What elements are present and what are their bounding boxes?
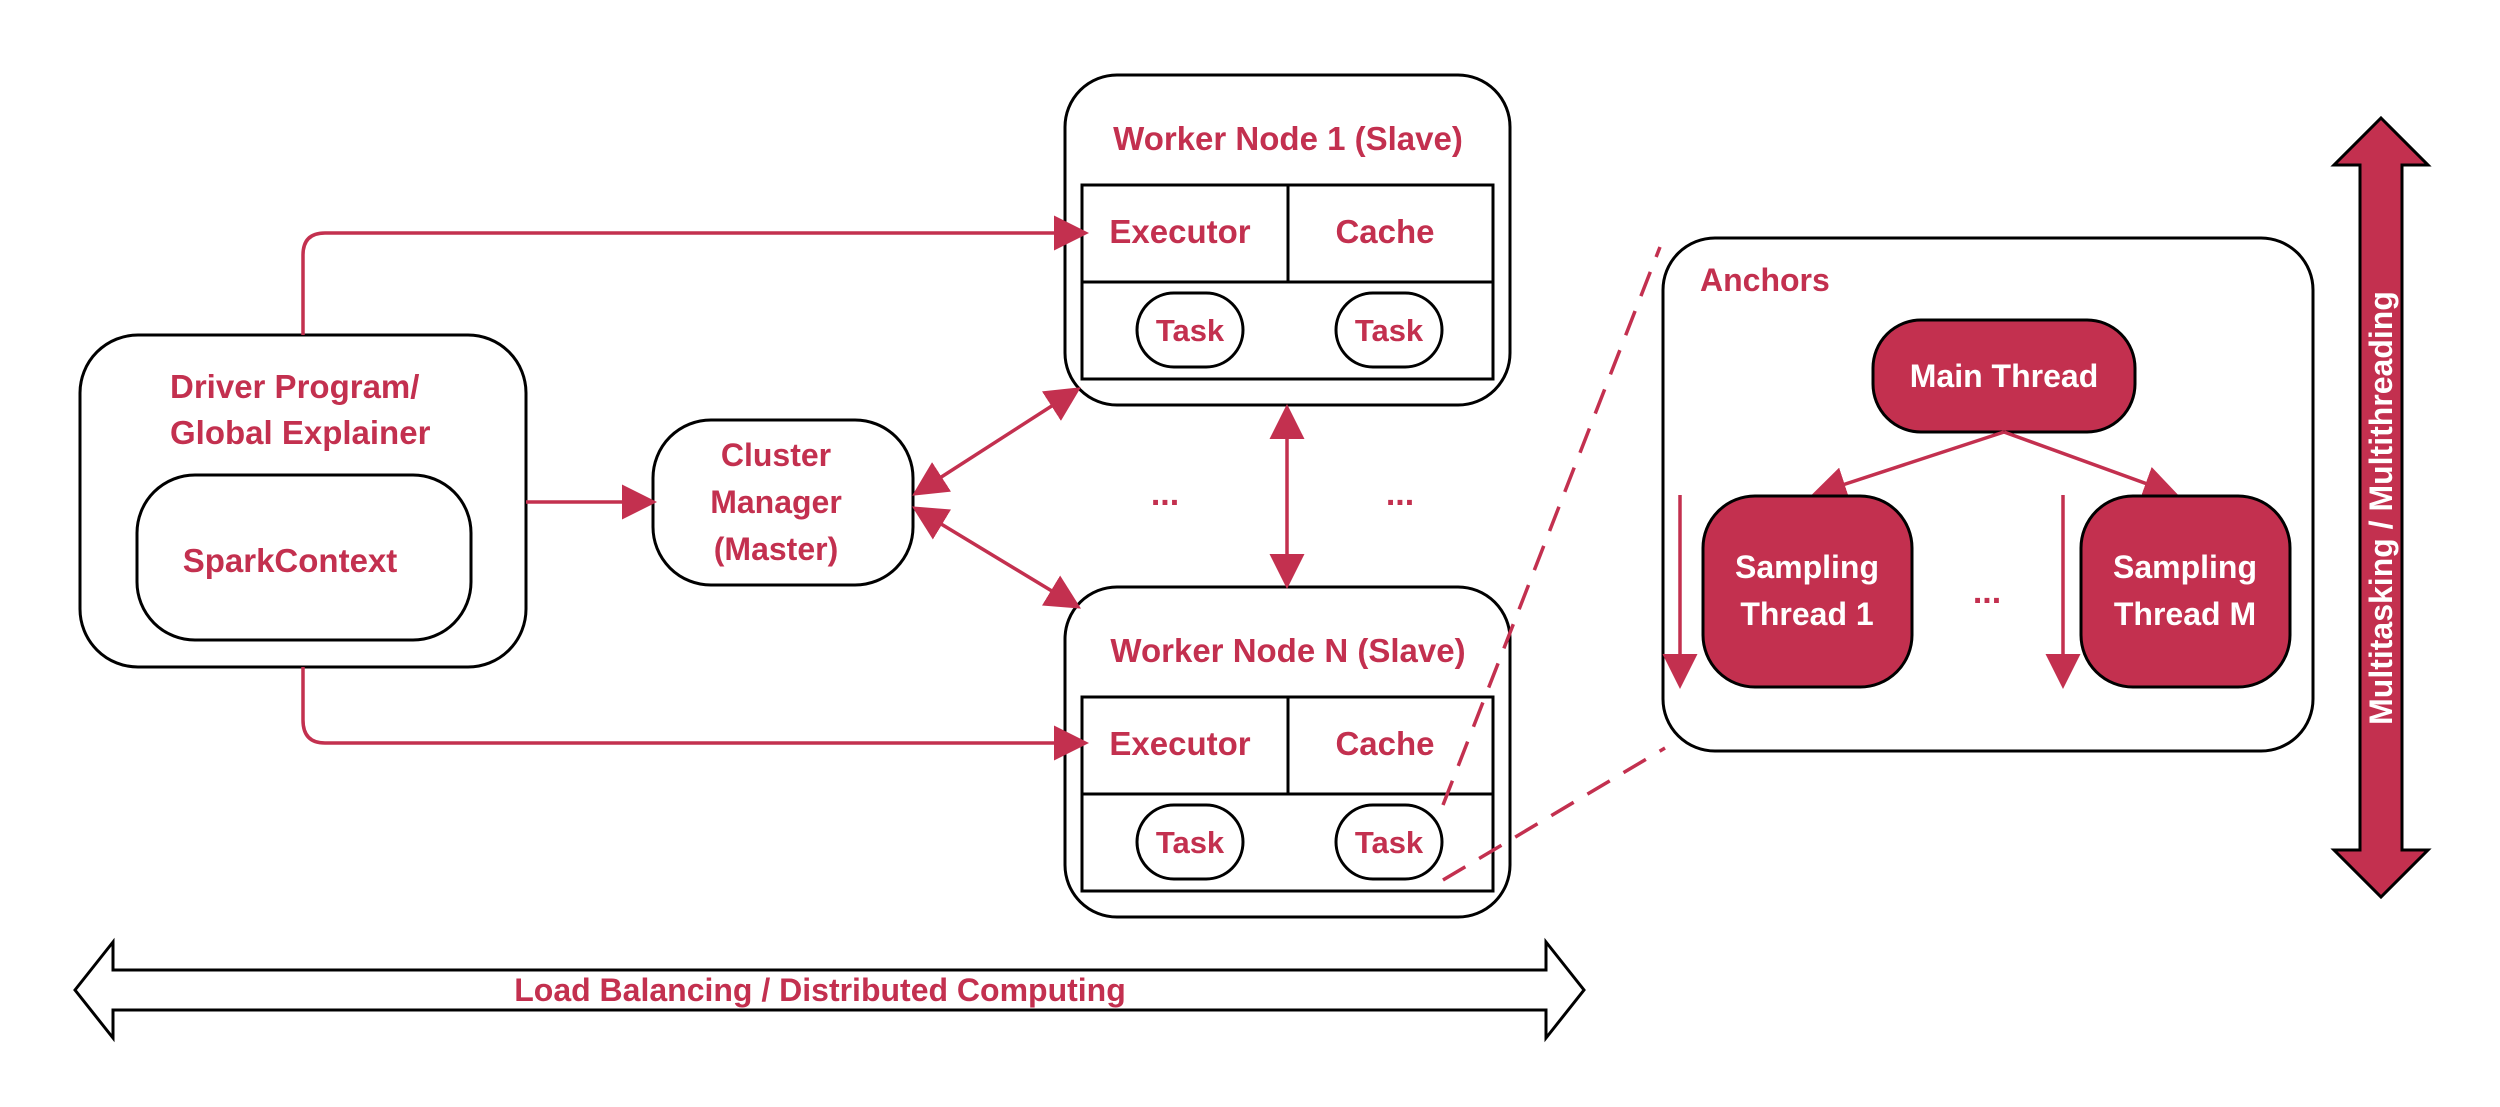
load-balancing-label: Load Balancing / Distributed Computing <box>514 972 1126 1008</box>
sampling-thread-1-line1: Sampling <box>1735 549 1879 585</box>
main-to-thread1-arrow <box>1811 430 2005 501</box>
sampling-thread-m-line2: Thread M <box>2114 596 2256 632</box>
worker-ellipsis-left: ... <box>1151 475 1179 513</box>
anchors-title: Anchors <box>1700 262 1830 298</box>
worker-node-1: Worker Node 1 (Slave) Executor Cache Tas… <box>1063 73 1512 407</box>
worker-node-n: Worker Node N (Slave) Executor Cache Tas… <box>1063 585 1512 919</box>
worker-node-n-executor: Executor <box>1109 725 1250 762</box>
sampling-thread-m-box: Sampling Thread M <box>2079 494 2292 689</box>
zoom-dash-lower <box>1442 746 1666 882</box>
driver-to-workerN-arrow <box>301 667 1089 761</box>
cluster-manager-line3: (Master) <box>714 531 838 567</box>
main-thread-box: Main Thread <box>1871 318 2137 434</box>
sampling-thread-1-line2: Thread 1 <box>1740 596 1873 632</box>
worker-node-1-task-a: Task <box>1156 313 1225 348</box>
driver-title-line1: Driver Program/ <box>170 368 419 405</box>
main-to-threadM-arrow <box>2003 430 2179 500</box>
load-balancing-arrow: Load Balancing / Distributed Computing <box>73 937 1586 1043</box>
cluster-manager-line1: Cluster <box>721 437 831 473</box>
main-thread-label: Main Thread <box>1910 358 2098 394</box>
driver-to-worker1-arrow <box>301 215 1089 335</box>
spark-context-box: SparkContext <box>135 473 473 642</box>
worker-node-1-title: Worker Node 1 (Slave) <box>1113 120 1463 157</box>
multitasking-arrow: Multitasking / Multithreading <box>2330 115 2432 900</box>
cluster-workerN-arrow <box>912 506 1081 609</box>
worker-node-1-task-b-pill <box>1334 291 1444 369</box>
worker-node-n-task-a-pill <box>1135 803 1245 881</box>
worker-node-1-task-a-pill <box>1135 291 1245 369</box>
worker-node-n-task-b: Task <box>1355 825 1424 860</box>
driver-title-line2: Global Explainer <box>170 414 431 451</box>
worker-node-n-cache-cell <box>1286 695 1495 796</box>
worker-node-1-cache: Cache <box>1335 213 1434 250</box>
sampling-thread-1-box: Sampling Thread 1 <box>1701 494 1914 689</box>
cluster-worker1-arrow <box>912 387 1081 496</box>
worker-ellipsis-right: ... <box>1386 475 1414 513</box>
worker-node-n-cache: Cache <box>1335 725 1434 762</box>
anchors-ellipsis: ... <box>1973 573 2001 611</box>
worker-node-n-task-a: Task <box>1156 825 1225 860</box>
zoom-dash-upper <box>1441 246 1662 806</box>
worker-node-n-title: Worker Node N (Slave) <box>1110 632 1465 669</box>
worker-node-1-cache-cell <box>1286 183 1495 284</box>
cluster-manager-box: Cluster Manager (Master) <box>651 418 915 587</box>
worker-node-1-task-b: Task <box>1355 313 1424 348</box>
sampling-thread-m-line1: Sampling <box>2113 549 2257 585</box>
multitasking-label: Multitasking / Multithreading <box>2363 291 2399 725</box>
worker-node-1-executor: Executor <box>1109 213 1250 250</box>
spark-context-label: SparkContext <box>183 542 398 579</box>
worker-node-n-task-b-pill <box>1334 803 1444 881</box>
worker-node-n-executor-cell <box>1080 695 1290 796</box>
cluster-manager-line2: Manager <box>710 484 842 520</box>
